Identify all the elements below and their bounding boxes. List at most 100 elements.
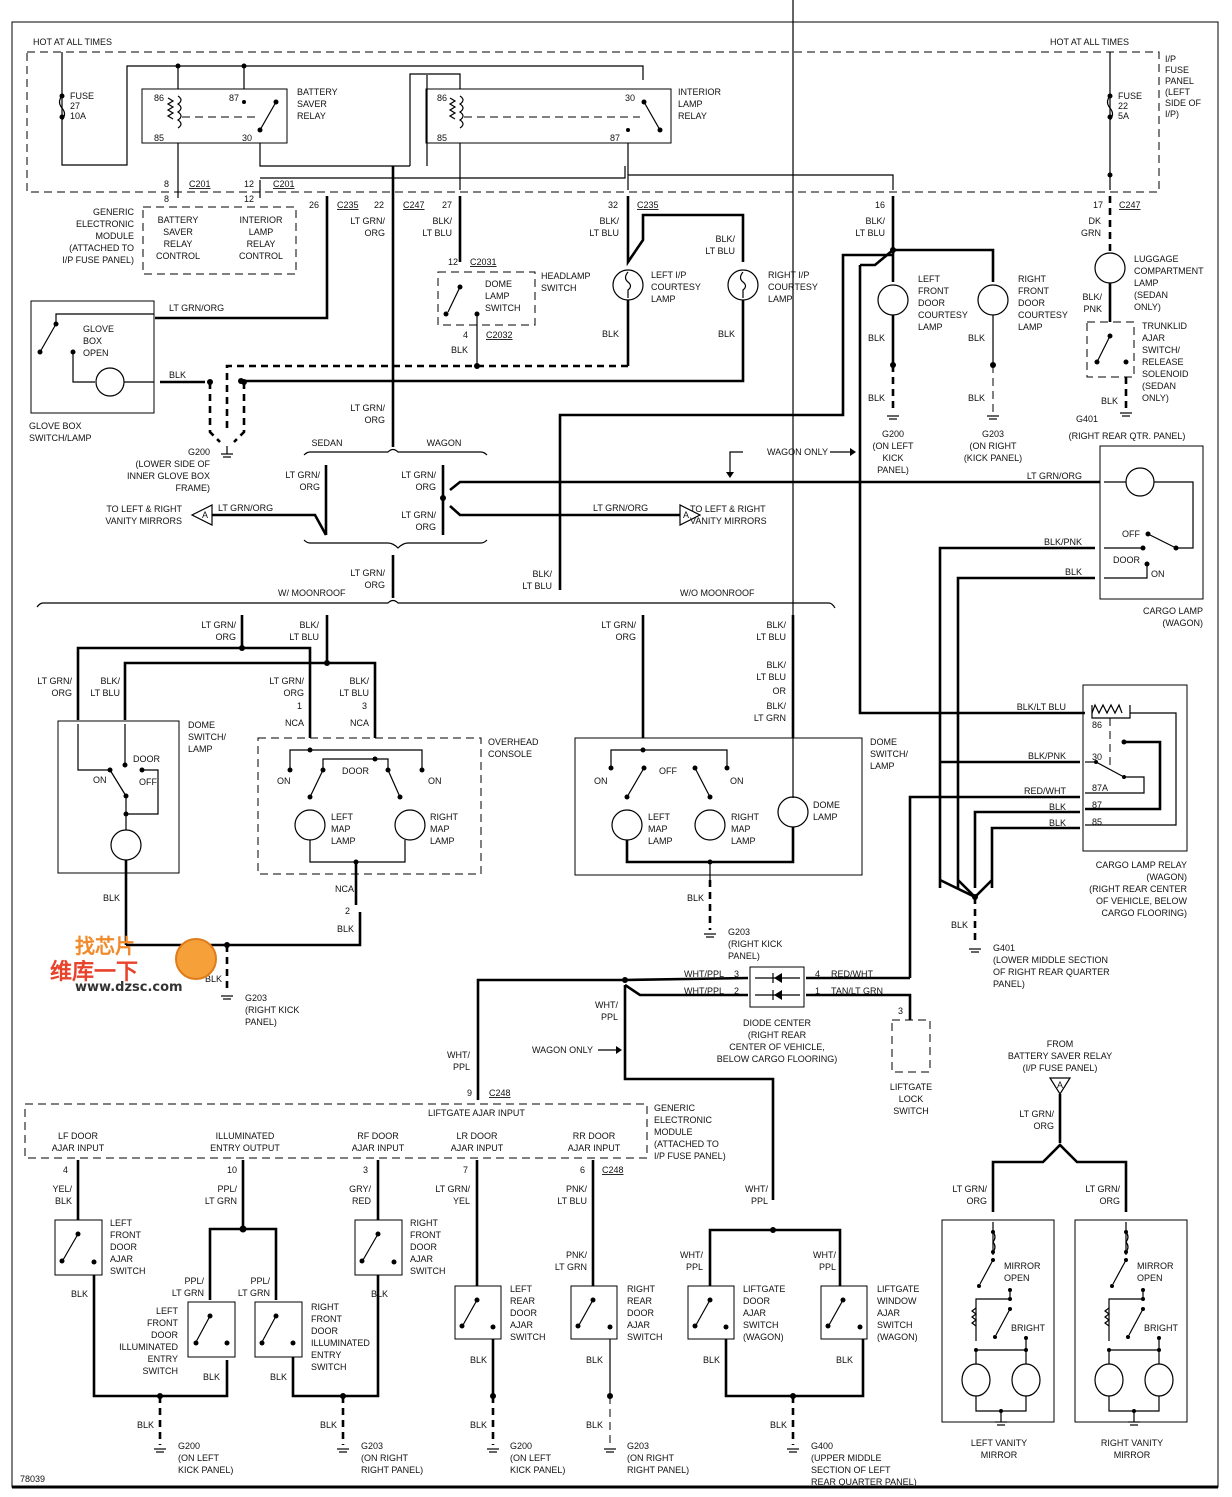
svg-text:MODULE: MODULE xyxy=(95,231,134,241)
svg-text:(SEDAN: (SEDAN xyxy=(1142,381,1176,391)
svg-text:AJAR: AJAR xyxy=(627,1320,651,1330)
svg-text:COURTESY: COURTESY xyxy=(1018,310,1068,320)
wire-label: RED/WHT xyxy=(1024,786,1066,796)
svg-text:LAMP: LAMP xyxy=(249,227,274,237)
svg-text:RELAY: RELAY xyxy=(678,111,707,121)
svg-text:WHT/PPL: WHT/PPL xyxy=(684,986,724,996)
svg-text:6: 6 xyxy=(580,1165,585,1175)
svg-text:ELECTRONIC: ELECTRONIC xyxy=(76,219,135,229)
svg-text:BATTERY: BATTERY xyxy=(158,215,199,225)
svg-text:BLK/: BLK/ xyxy=(299,620,319,630)
svg-text:30: 30 xyxy=(242,133,252,143)
headlamp-dome-lamp-switch: 12 C2031 DOME LAMP SWITCH HEADLAMP SWITC… xyxy=(437,257,591,366)
dome-switch-lamp-moonroof: ON DOOR OFF DOME SWITCH/ LAMP BLK xyxy=(57,720,226,945)
svg-text:ORG: ORG xyxy=(415,482,436,492)
svg-text:NCA: NCA xyxy=(335,884,354,894)
wire-red-wht xyxy=(908,795,1080,978)
svg-text:LAMP: LAMP xyxy=(331,836,356,846)
svg-text:MIRROR: MIRROR xyxy=(1137,1261,1174,1271)
generic-electronic-module-bottom: 9 C248 LIFTGATE AJAR INPUT LF DOOR AJAR … xyxy=(24,1088,726,1161)
svg-text:PANEL): PANEL) xyxy=(877,465,909,475)
svg-text:SWITCH: SWITCH xyxy=(541,283,577,293)
svg-text:SOLENOID: SOLENOID xyxy=(1142,369,1189,379)
svg-text:LT GRN/ORG: LT GRN/ORG xyxy=(169,303,224,313)
svg-text:NCA: NCA xyxy=(350,718,369,728)
mascot-icon xyxy=(175,938,217,980)
svg-text:TO LEFT & RIGHT: TO LEFT & RIGHT xyxy=(106,504,182,514)
wire-label: BLK/PNK xyxy=(1028,751,1066,761)
svg-text:BLK: BLK xyxy=(203,1372,220,1382)
svg-text:VANITY MIRRORS: VANITY MIRRORS xyxy=(690,516,767,526)
svg-text:G401: G401 xyxy=(993,943,1015,953)
svg-text:OPEN: OPEN xyxy=(1004,1273,1030,1283)
svg-text:(WAGON): (WAGON) xyxy=(1162,618,1203,628)
svg-text:BLK/: BLK/ xyxy=(1082,292,1102,302)
svg-text:FRONT: FRONT xyxy=(410,1230,441,1240)
svg-text:AJAR INPUT: AJAR INPUT xyxy=(352,1143,405,1153)
svg-text:G401: G401 xyxy=(1076,414,1098,424)
svg-text:BLK/: BLK/ xyxy=(100,676,120,686)
svg-text:22: 22 xyxy=(1118,101,1128,111)
svg-text:87A: 87A xyxy=(1092,783,1108,793)
svg-text:A: A xyxy=(683,510,689,520)
svg-text:BRIGHT: BRIGHT xyxy=(1011,1323,1046,1333)
svg-text:MIRROR: MIRROR xyxy=(981,1450,1018,1460)
svg-text:ORG: ORG xyxy=(364,415,385,425)
wire-label: LT BLU xyxy=(705,246,735,256)
ground-g401-lower: BLK G401 (LOWER MIDDLE SECTION OF RIGHT … xyxy=(939,878,1110,989)
wire-interior-relay-control xyxy=(260,166,626,179)
cargo-lamp: OFF DOOR ON CARGO LAMP (WAGON) xyxy=(1099,445,1204,628)
svg-text:ORG: ORG xyxy=(283,688,304,698)
svg-text:SWITCH: SWITCH xyxy=(877,1320,913,1330)
svg-text:LIFTGATE AJAR INPUT: LIFTGATE AJAR INPUT xyxy=(428,1108,525,1118)
svg-text:LT GRN: LT GRN xyxy=(555,1262,587,1272)
ground-g200-bottom-left: BLK G200 (ON LEFT KICK PANEL) xyxy=(137,1393,233,1475)
wire-blk-ltblu-cargo-relay xyxy=(858,265,1085,715)
svg-text:BLK: BLK xyxy=(968,393,985,403)
svg-text:G200: G200 xyxy=(188,447,210,457)
svg-text:85: 85 xyxy=(437,133,447,143)
ground-g203-rightkick: BLK G203 (RIGHT KICK PANEL) xyxy=(205,942,299,1027)
wire-ltgrn-org-glovebox xyxy=(155,196,329,320)
svg-text:LAMP: LAMP xyxy=(651,294,676,304)
svg-text:LAMP: LAMP xyxy=(678,99,703,109)
svg-text:LT GRN/: LT GRN/ xyxy=(269,676,304,686)
svg-text:7: 7 xyxy=(463,1165,468,1175)
ip-fuse-panel-label: I/P FUSE PANEL (LEFT SIDE OF I/P) xyxy=(1165,54,1202,119)
svg-text:C201: C201 xyxy=(189,179,211,189)
svg-text:COURTESY: COURTESY xyxy=(651,282,701,292)
svg-text:RIGHT: RIGHT xyxy=(627,1284,656,1294)
splice xyxy=(622,977,628,983)
svg-text:87: 87 xyxy=(229,93,239,103)
svg-text:G203: G203 xyxy=(245,993,267,1003)
svg-text:AJAR INPUT: AJAR INPUT xyxy=(451,1143,504,1153)
svg-text:LT GRN: LT GRN xyxy=(172,1288,204,1298)
svg-text:PPL: PPL xyxy=(686,1262,703,1272)
svg-text:DOOR: DOOR xyxy=(133,754,161,764)
svg-text:4: 4 xyxy=(815,969,820,979)
svg-text:AJAR INPUT: AJAR INPUT xyxy=(568,1143,621,1153)
svg-text:I/P FUSE PANEL): I/P FUSE PANEL) xyxy=(62,255,134,265)
svg-text:LAMP: LAMP xyxy=(731,836,756,846)
svg-text:VANITY MIRRORS: VANITY MIRRORS xyxy=(105,516,182,526)
svg-text:PANEL): PANEL) xyxy=(245,1017,277,1027)
svg-text:KICK PANEL): KICK PANEL) xyxy=(178,1465,233,1475)
wire-label: ORG xyxy=(364,228,385,238)
svg-text:RED/WHT: RED/WHT xyxy=(831,969,873,979)
svg-text:ORG: ORG xyxy=(615,632,636,642)
svg-text:LEFT I/P: LEFT I/P xyxy=(651,270,686,280)
svg-text:LAMP: LAMP xyxy=(485,291,510,301)
svg-text:(LEFT: (LEFT xyxy=(1165,87,1191,97)
svg-text:W/O MOONROOF: W/O MOONROOF xyxy=(680,588,755,598)
svg-text:SWITCH/: SWITCH/ xyxy=(870,749,908,759)
ip-fuse-panel-box xyxy=(26,51,1160,193)
svg-text:G203: G203 xyxy=(361,1441,383,1451)
svg-text:CARGO LAMP RELAY: CARGO LAMP RELAY xyxy=(1096,860,1187,870)
svg-text:ENTRY OUTPUT: ENTRY OUTPUT xyxy=(210,1143,280,1153)
svg-text:(SEDAN: (SEDAN xyxy=(1134,290,1168,300)
wire-label: LT BLU xyxy=(522,581,552,591)
svg-text:PNK/: PNK/ xyxy=(566,1250,588,1260)
svg-text:3: 3 xyxy=(363,1165,368,1175)
svg-text:LF DOOR: LF DOOR xyxy=(58,1131,99,1141)
svg-text:LAMP: LAMP xyxy=(430,836,455,846)
